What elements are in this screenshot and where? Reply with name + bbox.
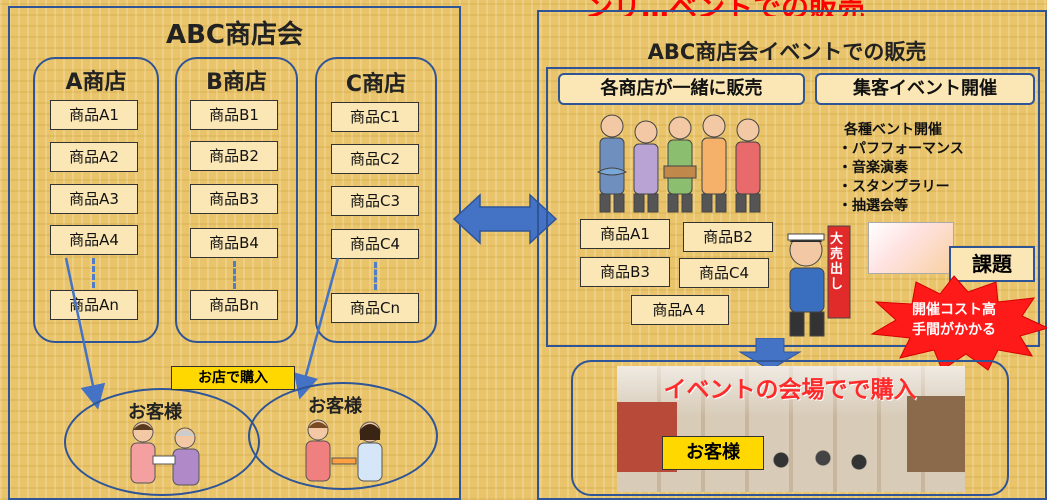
event-product-c4: 商品C4 (679, 258, 769, 288)
product-b1: 商品B1 (190, 100, 278, 130)
arrow-store-c-to-customer (293, 257, 340, 400)
customer-label-1: お客様 (128, 402, 182, 423)
store-c-more-dash (374, 262, 377, 290)
left-panel-title: ABC商店会 (165, 20, 304, 50)
venue-title: イベントの会場でで購入 (663, 377, 917, 403)
customer-circle-2 (248, 382, 438, 490)
issue-cost-text: 開催コスト高 (912, 302, 996, 318)
shopkeepers-illustration (596, 114, 761, 213)
purchase-in-store-label: お店で購入 (171, 366, 295, 390)
store-b-more-dash (233, 261, 236, 289)
event-item-stamp-rally: ・スタンプラリー (838, 179, 950, 195)
product-a4: 商品A4 (50, 225, 138, 255)
venue-customer-label: お客様 (662, 436, 764, 470)
sale-sign-text: 大売出し (830, 232, 844, 292)
product-b2: 商品B2 (190, 141, 278, 171)
shopkeeper-customer-illustration (130, 421, 200, 486)
store-a-group (33, 57, 159, 343)
event-product-a4: 商品A４ (631, 295, 729, 325)
event-product-a1: 商品A1 (580, 219, 670, 249)
store-c-group (315, 57, 437, 343)
product-c3: 商品C3 (331, 186, 419, 216)
festival-banner-image (868, 222, 954, 274)
banner-text: ンリ…ベントでの販売 (585, 0, 1005, 16)
event-item-music: ・音楽演奏 (838, 160, 908, 176)
product-c4: 商品C4 (331, 229, 419, 259)
joint-sales-section (546, 67, 1040, 347)
event-item-performance: ・パフフォーマンス (838, 141, 964, 157)
product-a1: 商品A1 (50, 100, 138, 130)
salesman-illustration (787, 225, 851, 337)
joint-sales-tag: 各商店が一緒に販売 (558, 73, 805, 105)
abc-shopping-district-panel (8, 6, 461, 500)
event-list-heading: 各種ベント開催 (844, 122, 942, 138)
store-b-title: B商店 (206, 70, 267, 95)
clerk-customer-illustration (305, 419, 383, 482)
event-list: 各種ベント開催 ・パフフォーマンス ・音楽演奏 ・スタンプラリー ・抽選会等 (838, 121, 1028, 216)
event-product-b2: 商品B2 (683, 222, 773, 252)
store-b-group (175, 57, 298, 343)
right-panel-title: ABC商店会イベントでの販売 (647, 40, 927, 64)
venue-crowd (757, 444, 877, 484)
venue-photo (617, 366, 965, 492)
event-item-lottery: ・抽選会等 (838, 198, 908, 214)
product-a2: 商品A2 (50, 142, 138, 172)
product-c1: 商品C1 (331, 102, 419, 132)
product-an: 商品An (50, 290, 138, 320)
product-b4: 商品B4 (190, 228, 278, 258)
venue-shop-right (907, 396, 965, 472)
store-a-more-dash (92, 258, 95, 288)
product-a3: 商品A3 (50, 184, 138, 214)
bidirectional-arrow (452, 193, 558, 245)
store-a-title: A商店 (65, 70, 127, 95)
issue-label: 課題 (949, 246, 1035, 282)
product-c2: 商品C2 (331, 144, 419, 174)
issue-burst (870, 275, 1047, 371)
customer-label-2: お客様 (308, 396, 362, 417)
product-cn: 商品Cn (331, 293, 419, 323)
product-bn: 商品Bn (190, 290, 278, 320)
event-tag: 集客イベント開催 (815, 73, 1035, 105)
event-sales-panel (537, 10, 1047, 500)
arrow-store-a-to-customer (64, 257, 106, 410)
store-c-title: C商店 (345, 72, 407, 97)
event-product-b3: 商品B3 (580, 257, 670, 287)
purchase-arrows (64, 257, 340, 410)
issue-effort-text: 手間がかかる (912, 322, 996, 338)
venue-frame (571, 360, 1009, 496)
product-b3: 商品B3 (190, 184, 278, 214)
